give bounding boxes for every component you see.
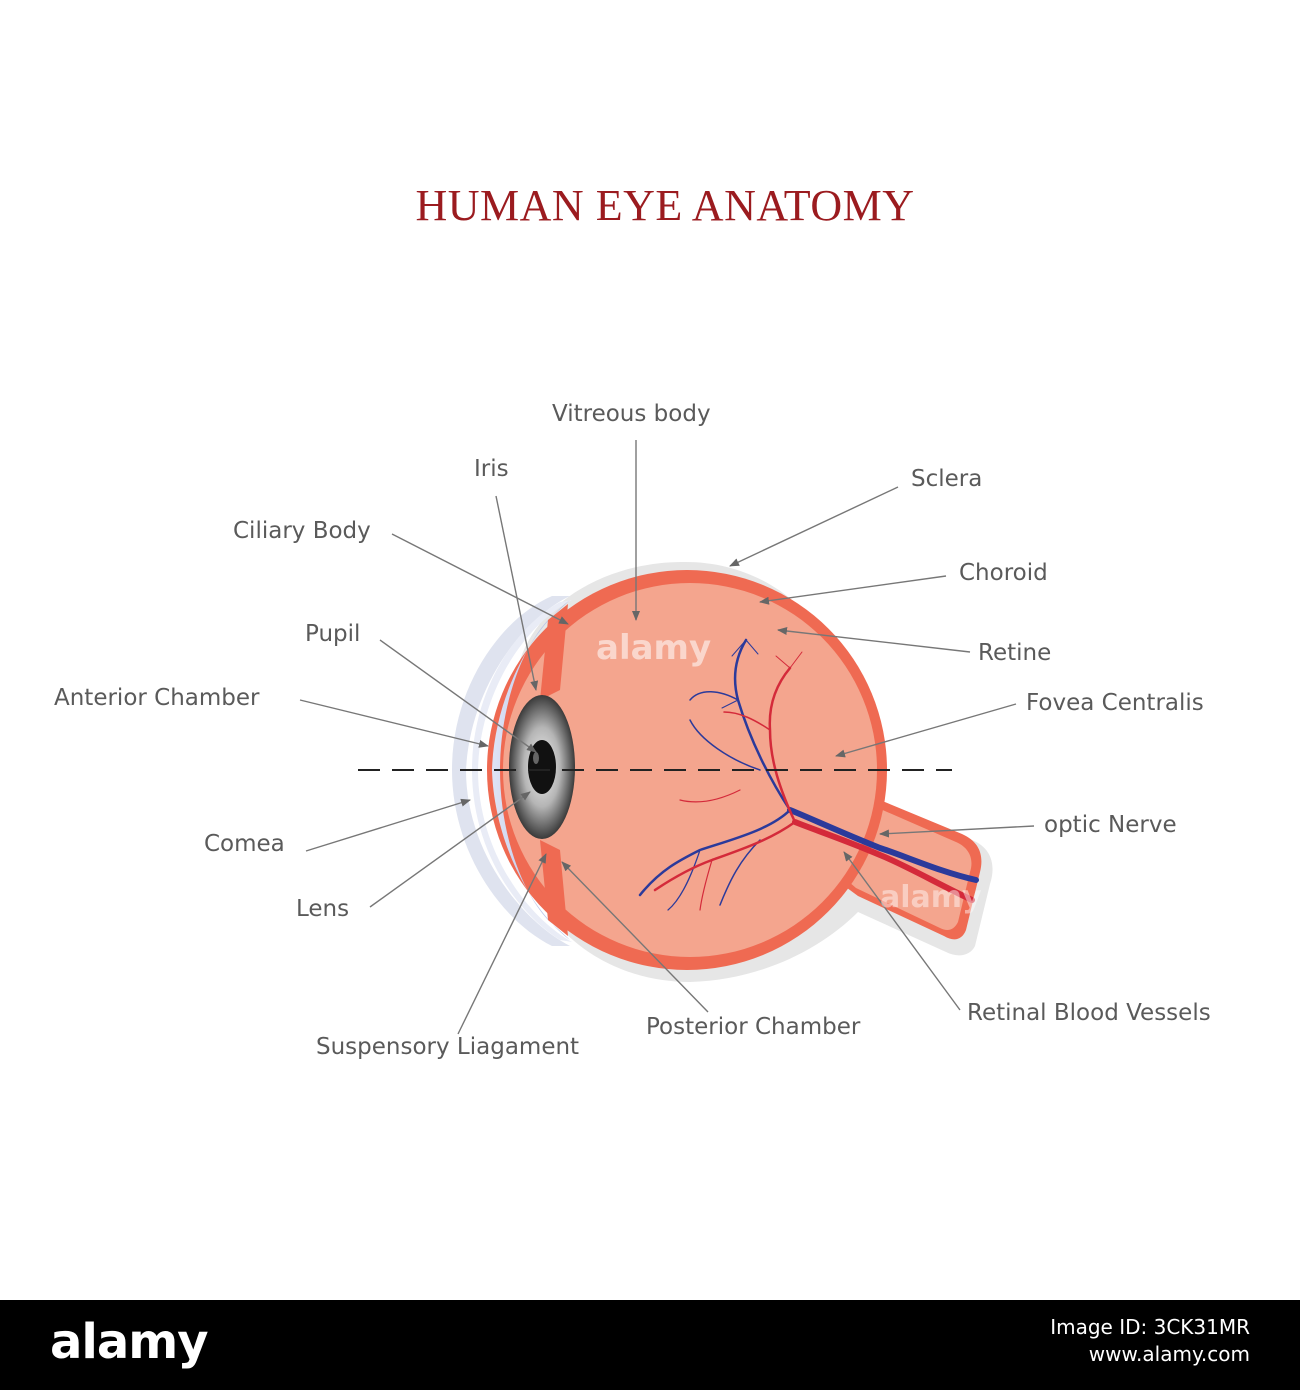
label-anterior-chamber: Anterior Chamber (54, 685, 260, 711)
footer-bar: alamy Image ID: 3CK31MR www.alamy.com (0, 1300, 1300, 1390)
leader-sclera (729, 486, 899, 567)
label-posterior-chamber: Posterior Chamber (646, 1014, 861, 1040)
retinal-blood-vessels (638, 638, 979, 911)
label-retinal-blood-vessels: Retinal Blood Vessels (967, 1000, 1211, 1026)
leader-pupil (379, 639, 537, 753)
watermark-nerve: alamy (880, 880, 982, 915)
label-vitreous-body: Vitreous body (552, 401, 711, 427)
cornea-shape (452, 596, 572, 946)
leader-optic-nerve (879, 825, 1035, 838)
watermark-center: alamy (596, 628, 712, 668)
footer-site: www.alamy.com (1088, 1342, 1250, 1366)
leader-posterior-chamber (561, 861, 709, 1013)
label-choroid: Choroid (959, 560, 1048, 586)
leader-anterior-chamber (299, 699, 489, 748)
leader-iris (495, 495, 539, 691)
footer-image-info: Image ID: 3CK31MR www.alamy.com (1050, 1314, 1250, 1368)
label-ciliary-body: Ciliary Body (233, 518, 371, 544)
footer-logo: alamy (50, 1314, 209, 1370)
label-comea: Comea (204, 831, 285, 857)
label-suspensory-liagament: Suspensory Liagament (316, 1034, 580, 1060)
suspensory-ligament-shape (540, 840, 568, 936)
pupil-shape (528, 740, 556, 794)
leader-ciliary-body (391, 533, 569, 625)
label-sclera: Sclera (911, 466, 983, 492)
leader-retine (777, 627, 971, 653)
ciliary-body-shape (540, 604, 568, 700)
leader-comea (305, 798, 471, 852)
label-retine: Retine (978, 640, 1052, 666)
label-pupil: Pupil (305, 621, 361, 647)
leader-lines (299, 440, 1035, 1035)
leader-suspensory-liagament (457, 853, 547, 1035)
diagram-title: HUMAN EYE ANATOMY (415, 181, 915, 230)
leader-lens (369, 791, 531, 908)
leader-fovea-centralis (835, 703, 1017, 758)
eye-illustration (299, 440, 1035, 1035)
leader-choroid (759, 575, 947, 605)
label-lens: Lens (296, 896, 350, 922)
label-iris: Iris (474, 456, 509, 482)
leader-retinal-blood-vessels (843, 851, 961, 1011)
footer-image-id: Image ID: 3CK31MR (1050, 1315, 1250, 1339)
label-fovea-centralis: Fovea Centralis (1026, 690, 1204, 716)
pupil-highlight (533, 752, 539, 764)
label-optic-nerve: optic Nerve (1044, 812, 1177, 838)
